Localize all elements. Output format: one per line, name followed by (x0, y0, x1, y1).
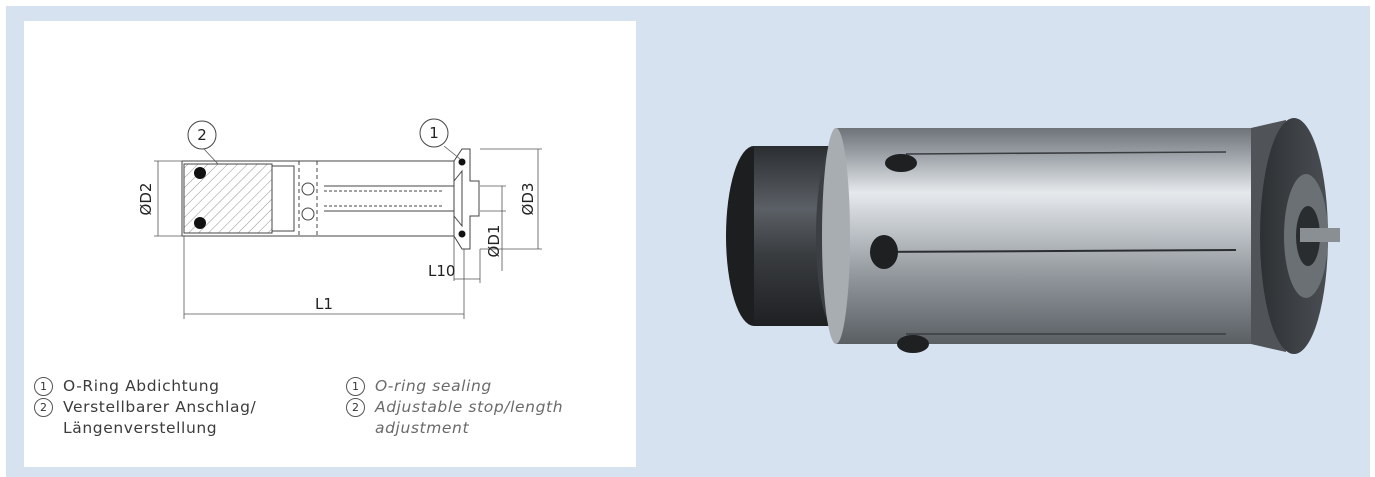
dimension-lines (154, 145, 542, 319)
label-od1: ØD1 (485, 225, 503, 258)
collet-section-outline (181, 148, 480, 250)
legend-text: O-Ring Abdichtung (63, 377, 220, 395)
legend-number: 1 (34, 377, 53, 396)
legend-text: O-ring sealing (375, 377, 492, 395)
legend-text: adjustment (375, 419, 470, 437)
legend-item: 2 Adjustable stop/length adjustment (346, 397, 563, 439)
callout-1: 1 (419, 118, 449, 148)
technical-drawing: 2 1 ØD2 ØD3 ØD1 L10 L1 (137, 118, 542, 319)
label-l1: L1 (315, 295, 333, 313)
legend-item: 2 Verstellbarer Anschlag/ Längenverstell… (34, 397, 256, 439)
label-l10: L10 (428, 262, 455, 280)
legend-item: 1 O-Ring Abdichtung (34, 376, 256, 397)
technical-drawing-card: 2 1 ØD2 ØD3 ØD1 L10 L1 1 O-Ring Abdichtu… (24, 21, 636, 467)
svg-text:2: 2 (197, 126, 207, 144)
label-od2: ØD2 (137, 183, 155, 216)
o-ring-marks (194, 158, 466, 238)
legend-german: 1 O-Ring Abdichtung 2 Verstellbarer Ansc… (34, 376, 256, 439)
legend-number: 2 (346, 398, 365, 417)
legend-number: 1 (346, 377, 365, 396)
svg-text:1: 1 (429, 124, 439, 142)
collet-product-image (726, 118, 1340, 354)
label-od3: ØD3 (519, 183, 537, 216)
page-frame: 2 1 ØD2 ØD3 ØD1 L10 L1 1 O-Ring Abdichtu… (6, 6, 1370, 477)
legend-text: Verstellbarer Anschlag/ (63, 398, 257, 416)
legend-english: 1 O-ring sealing 2 Adjustable stop/lengt… (346, 376, 563, 439)
legend-number: 2 (34, 398, 53, 417)
legend-text: Adjustable stop/length (375, 398, 564, 416)
legend-text: Längenverstellung (63, 419, 218, 437)
callout-2: 2 (187, 120, 217, 150)
legend-item: 1 O-ring sealing (346, 376, 563, 397)
